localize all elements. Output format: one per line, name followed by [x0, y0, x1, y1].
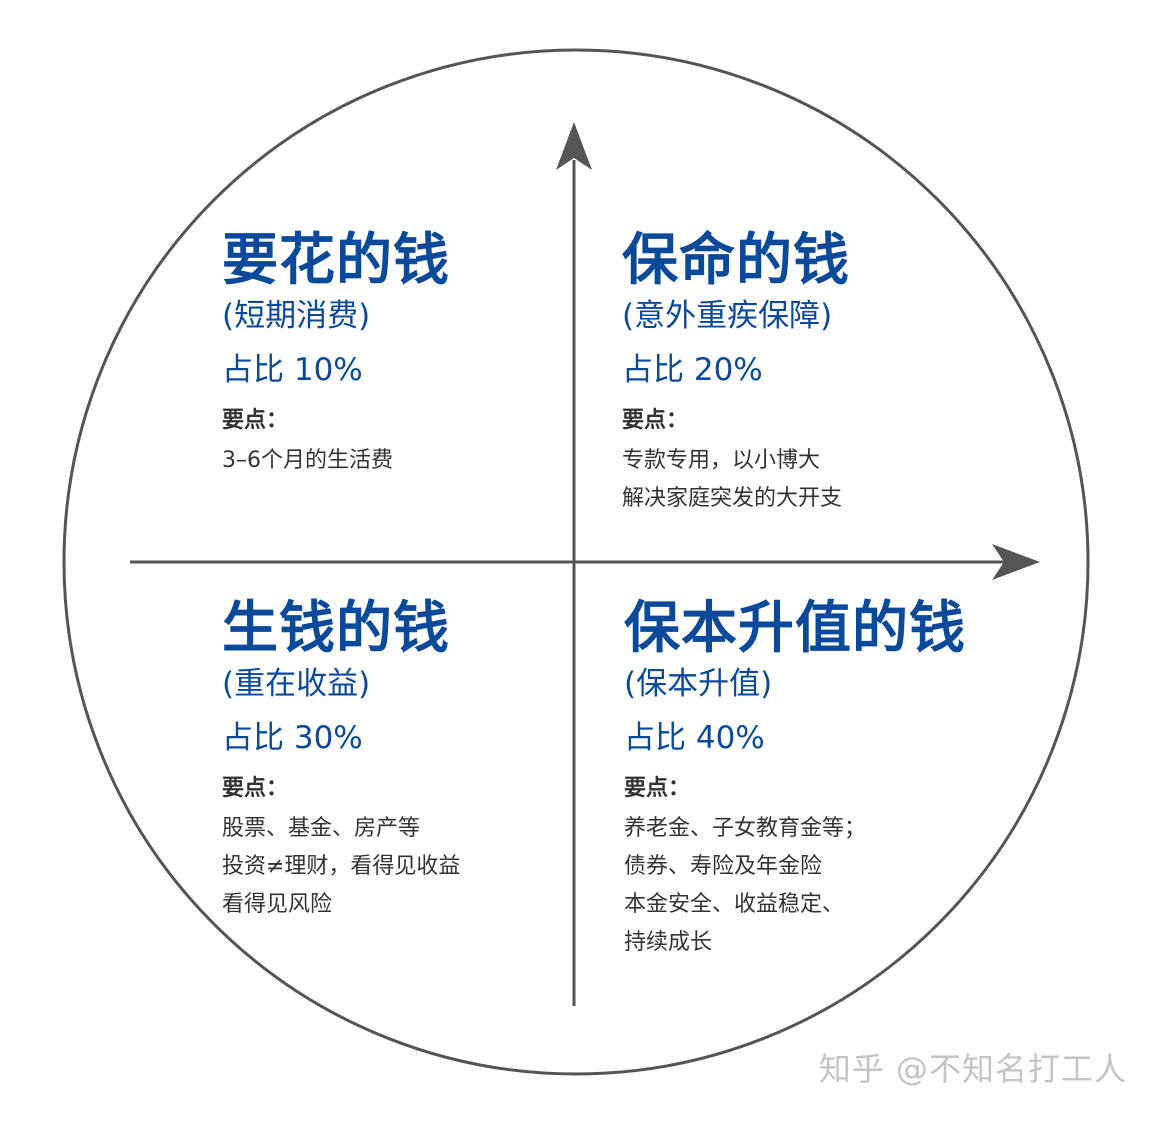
key-points-list: 3–6个月的生活费 — [222, 442, 450, 480]
key-point-item: 3–6个月的生活费 — [222, 448, 393, 473]
key-points-label: 要点： — [222, 776, 289, 801]
key-point-item: 专款专用，以小博大 — [622, 448, 821, 473]
quadrant-ratio: 占比 30% — [222, 720, 363, 756]
key-point-item: 债券、寿险及年金险 — [624, 854, 823, 879]
quadrant-subtitle: (意外重疾保障) — [622, 298, 833, 334]
key-points-label: 要点： — [624, 776, 691, 801]
quadrant-ratio: 占比 40% — [624, 720, 765, 756]
key-points-label: 要点： — [622, 408, 689, 433]
quadrant-bottom-right: 保本升值的钱 (保本升值) 占比 40% 要点： 养老金、子女教育金等； 债券、… — [624, 596, 966, 962]
quadrant-top-right: 保命的钱 (意外重疾保障) 占比 20% 要点： 专款专用，以小博大 解决家庭突… — [622, 228, 850, 518]
key-points-label: 要点： — [222, 408, 289, 433]
key-point-item: 持续成长 — [624, 930, 713, 955]
quadrant-bottom-left: 生钱的钱 (重在收益) 占比 30% 要点： 股票、基金、房产等 投资≠理财，看… — [222, 596, 460, 924]
quadrant-subtitle: (保本升值) — [624, 666, 773, 702]
right-arrow-icon — [992, 544, 1040, 580]
key-points-list: 专款专用，以小博大 解决家庭突发的大开支 — [622, 442, 850, 518]
quadrant-title: 保命的钱 — [622, 228, 850, 293]
quadrant-title: 生钱的钱 — [222, 596, 450, 661]
quadrant-subtitle: (短期消费) — [222, 298, 371, 334]
quadrant-title: 保本升值的钱 — [624, 596, 966, 661]
key-point-item: 养老金、子女教育金等； — [624, 816, 867, 841]
quadrant-subtitle: (重在收益) — [222, 666, 371, 702]
quadrant-title: 要花的钱 — [222, 228, 450, 293]
quadrant-top-left: 要花的钱 (短期消费) 占比 10% 要点： 3–6个月的生活费 — [222, 228, 450, 480]
key-point-item: 投资≠理财，看得见收益 — [222, 854, 461, 879]
key-point-item: 解决家庭突发的大开支 — [622, 486, 843, 511]
quadrant-ratio: 占比 20% — [622, 352, 763, 388]
watermark: 知乎 @不知名打工人 — [818, 1050, 1127, 1088]
key-points-list: 养老金、子女教育金等； 债券、寿险及年金险 本金安全、收益稳定、 持续成长 — [624, 810, 966, 962]
outer-circle — [62, 48, 1090, 1076]
quadrant-ratio: 占比 10% — [222, 352, 363, 388]
key-point-item: 股票、基金、房产等 — [222, 816, 421, 841]
key-point-item: 本金安全、收益稳定、 — [624, 892, 845, 917]
up-arrow-icon — [556, 122, 592, 170]
key-point-item: 看得见风险 — [222, 892, 333, 917]
key-points-list: 股票、基金、房产等 投资≠理财，看得见收益 看得见风险 — [222, 810, 460, 924]
